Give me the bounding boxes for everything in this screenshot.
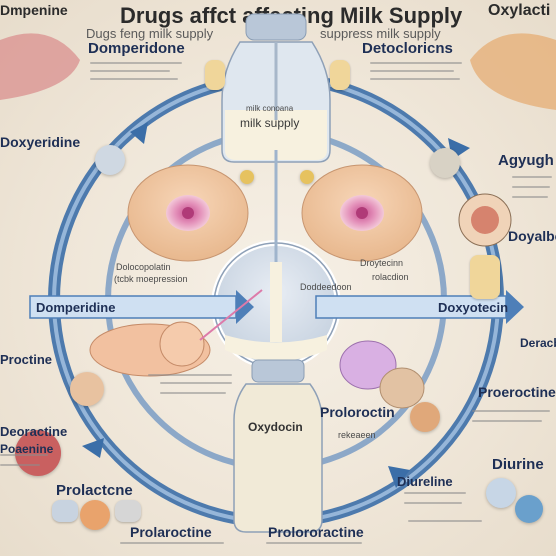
text-line <box>512 196 548 198</box>
bottle-top-label: milk supply <box>240 116 300 130</box>
bottle-top-label-small: milk conoana <box>246 104 294 113</box>
center-right-text-2: rolacdion <box>372 272 409 282</box>
text-line <box>160 382 232 384</box>
capsule-icon <box>205 60 225 90</box>
label-prolororactine-bottom: Prolororactine <box>268 524 364 540</box>
molecule-icon <box>515 495 543 523</box>
label-poaenine: Poaenine <box>0 442 54 456</box>
label-diureline: Diureline <box>397 474 453 489</box>
label-deracb: Deracb <box>520 336 556 350</box>
label-domperidone-top: Domperidone <box>88 40 185 57</box>
organ-icon <box>70 372 104 406</box>
arrow-label-domperidine: Domperidine <box>36 300 116 315</box>
text-line <box>0 464 40 466</box>
label-proctine: Proctine <box>0 352 53 367</box>
text-line <box>90 62 182 64</box>
label-doxyeridine: Doxyeridine <box>0 134 81 150</box>
label-doyalbo: Doyalbo <box>508 228 556 244</box>
text-line <box>370 62 462 64</box>
label-proloroctin: Proloroctin <box>320 404 395 420</box>
label-detoclorans-top: Detocloricns <box>362 40 453 57</box>
label-diurine: Diurine <box>492 456 544 473</box>
label-proloroctin-sub: rekeaeen <box>338 430 376 440</box>
text-line <box>90 78 178 80</box>
center-right-text-1: Droytecinn <box>360 258 404 268</box>
capsule-icon <box>115 500 141 522</box>
text-line <box>160 392 226 394</box>
gland-icon <box>410 402 440 432</box>
dropper-icon <box>430 148 460 178</box>
label-prolactcne: Prolactcne <box>56 482 133 499</box>
capsule-icon <box>52 500 78 522</box>
bottle-icon <box>470 255 500 299</box>
text-line <box>266 542 362 544</box>
center-small-text-2: (tcbk moepression <box>114 274 188 284</box>
scale-icon <box>95 145 125 175</box>
text-line <box>512 176 552 178</box>
text-line <box>90 70 170 72</box>
molecule-icon <box>486 478 516 508</box>
text-line <box>370 70 454 72</box>
text-line <box>408 520 482 522</box>
center-small-text-1: Dolocopolatin <box>116 262 171 272</box>
gland-icon <box>80 500 110 530</box>
text-line <box>120 542 224 544</box>
text-line <box>370 78 460 80</box>
label-prolaroctine-bottom: Prolaroctine <box>130 524 212 540</box>
label-proeroctine: Proeroctine <box>478 384 556 400</box>
text-line <box>472 410 550 412</box>
text-line <box>404 492 466 494</box>
text-line <box>0 454 48 456</box>
pill-icon <box>240 170 254 184</box>
capsule-icon <box>330 60 350 90</box>
pill-icon <box>300 170 314 184</box>
arrow-label-doxyotecin: Doxyotecin <box>438 300 509 315</box>
uterus-icon <box>15 430 61 476</box>
text-line <box>404 502 462 504</box>
corner-label-top-left: Dmpenine <box>0 2 68 18</box>
label-deoractine: Deoractine <box>0 424 68 439</box>
center-bottom-text: Doddeedoon <box>300 282 352 292</box>
text-line <box>472 420 542 422</box>
text-line <box>512 186 550 188</box>
label-agyugh: Agyugh <box>498 152 554 169</box>
subtitle-right: suppress milk supply <box>320 26 441 41</box>
subtitle-left: Dugs feng milk supply <box>86 26 214 41</box>
text-line <box>148 374 232 376</box>
bottle-bottom-label: Oxydocin <box>248 420 303 434</box>
corner-label-top-right: Oxylacti <box>488 2 551 19</box>
